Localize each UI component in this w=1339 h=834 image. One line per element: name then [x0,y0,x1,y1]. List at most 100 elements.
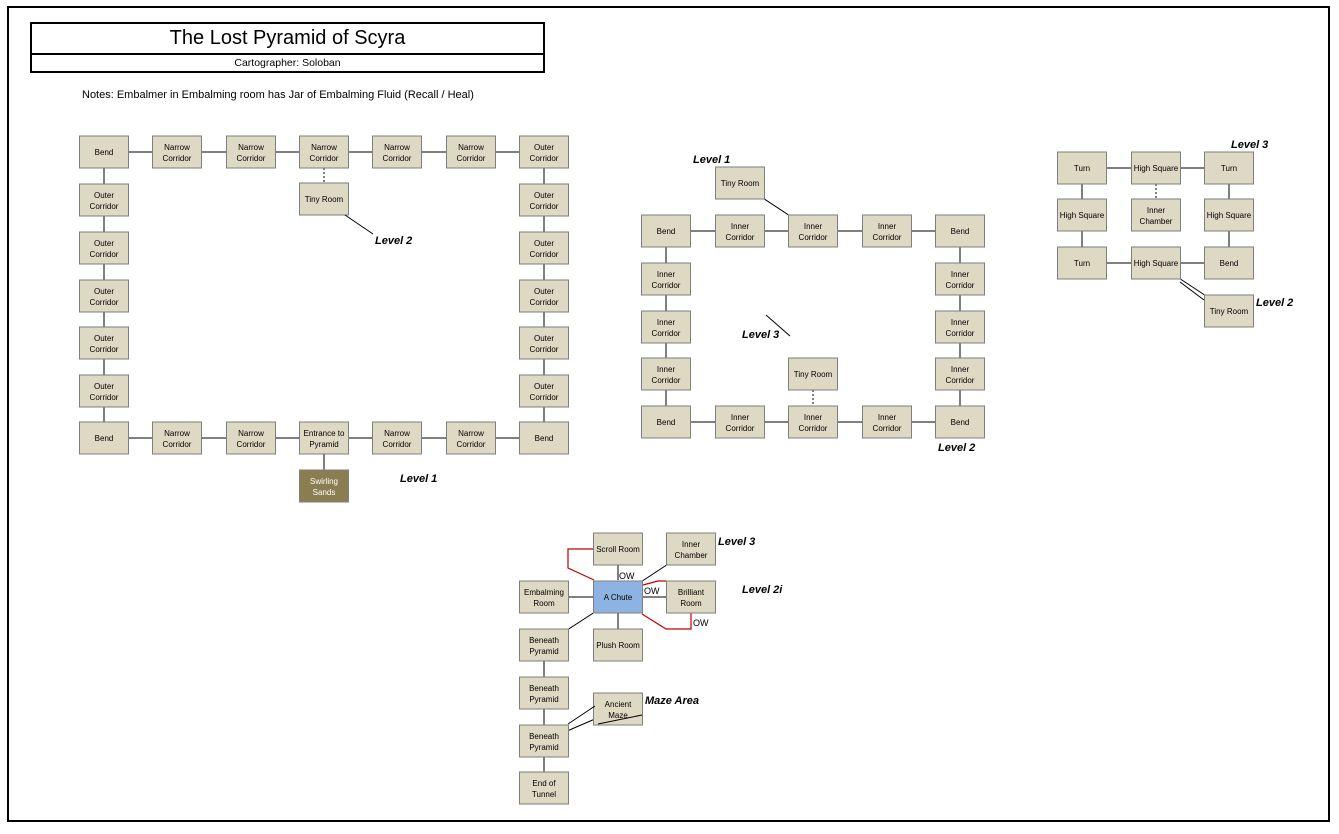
room-label: Bend [535,434,554,443]
room-label: Turn [1221,164,1237,173]
room-label: Plush Room [596,641,640,650]
level-label: Level 2 [938,442,975,454]
room-box [519,231,569,265]
room-l2-tiny-top: Tiny Room [715,166,765,200]
label-leader [1179,281,1205,301]
level-label: Level 3 [742,329,779,341]
room-box [1204,198,1254,232]
room-box [519,421,569,455]
room-l3-turn-bl: Turn [1057,246,1107,280]
room-label: Bend [1220,259,1239,268]
label-leader [597,714,643,725]
room-l3-tiny: Tiny Room [1204,294,1254,328]
room-box [1057,198,1107,232]
room-box [862,405,912,439]
room-box [1131,246,1181,280]
room-label: Bend [951,418,970,427]
room-label: Tiny Room [305,195,344,204]
oneway-path [567,548,595,581]
level-label: Level 1 [693,154,730,166]
level-label: Level 1 [400,473,437,485]
room-l2-bend-tr: Bend [935,214,985,248]
level-label: Level 3 [718,536,755,548]
room-box [519,771,569,805]
room-box [446,135,496,169]
room-label: Turn [1074,259,1090,268]
room-box [79,374,129,408]
room-box [446,421,496,455]
label-leader [765,314,791,337]
room-box [372,135,422,169]
room-l3-turn-tl: Turn [1057,151,1107,185]
room-l3-hs-left: High Square [1057,198,1107,232]
room-label: High Square [1134,164,1179,173]
room-l1-bend-bl: Bend [79,421,129,455]
room-box [1204,246,1254,280]
room-label: Tiny Room [1210,307,1249,316]
level-label: Maze Area [645,695,699,707]
room-box [715,166,765,200]
room-box [519,279,569,313]
room-box [79,279,129,313]
room-box [935,310,985,344]
map-title: The Lost Pyramid of Scyra [169,27,406,49]
room-box [788,357,838,391]
room-box [519,374,569,408]
room-box [519,326,569,360]
room-l2i-chute: A Chute [593,580,643,614]
room-label: Bend [95,434,114,443]
oneway-label: OW [619,571,635,581]
room-label: Bend [657,418,676,427]
room-box [226,421,276,455]
room-box [79,231,129,265]
room-box [79,421,129,455]
room-box [935,262,985,296]
room-box [226,135,276,169]
map-frame [7,6,1330,822]
room-box [519,676,569,710]
room-box [641,357,691,391]
level-label: Level 2 [1256,297,1293,309]
room-box [666,532,716,566]
room-box [152,135,202,169]
room-box [519,628,569,662]
room-box [519,580,569,614]
room-l1-tiny: Tiny Room [299,182,349,216]
room-box [299,469,349,503]
